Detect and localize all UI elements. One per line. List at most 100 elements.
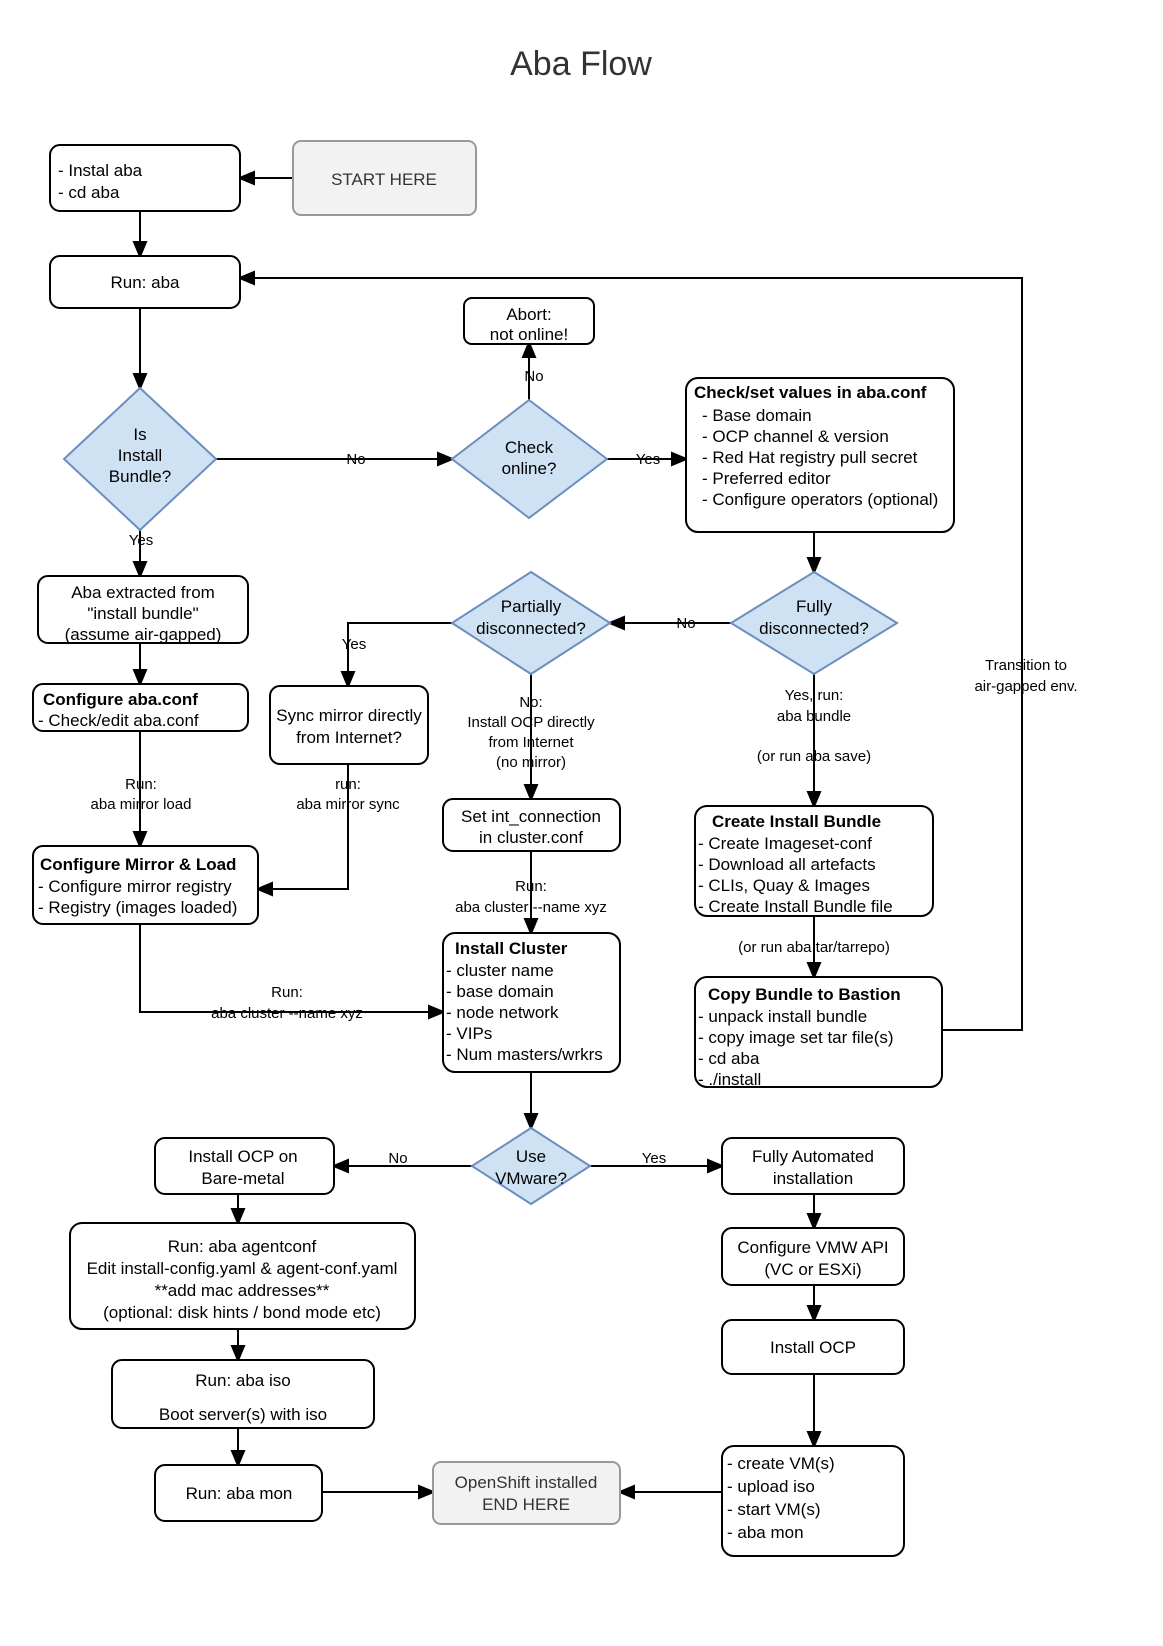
node-run-aba-iso[interactable]: Run: aba iso Boot server(s) with iso — [111, 1359, 375, 1429]
node-set-int-connection[interactable]: Set int_connection in cluster.conf — [442, 798, 621, 852]
edge-label-fully-no: No — [676, 615, 695, 632]
edge-partially-yes-to-sync — [340, 622, 452, 689]
edge-label-run-cluster-left-1: Run: — [271, 984, 303, 1001]
node-create-install-bundle-line-3: - Create Install Bundle file — [698, 897, 893, 916]
node-install-cluster-line-0: - cluster name — [446, 961, 554, 980]
node-baremetal-line-1: Bare-metal — [201, 1169, 284, 1188]
node-abort-not-online[interactable]: Abort: not online! — [463, 297, 595, 345]
edge-label-run-cluster-1: Run: — [515, 878, 547, 895]
node-vmwapi-line-1: (VC or ESXi) — [764, 1260, 861, 1279]
node-copy-bundle-line-1: - copy image set tar file(s) — [698, 1028, 894, 1047]
node-install-ocp-baremetal[interactable]: Install OCP on Bare-metal — [154, 1137, 335, 1195]
node-is-install-bundle-line-0: Is — [133, 425, 146, 444]
edge-label-isbundle-no: No — [346, 451, 365, 468]
node-agentconf-line-0: Run: aba agentconf — [168, 1237, 317, 1256]
node-abort-line-0: Abort: — [506, 305, 551, 324]
node-aba-extracted[interactable]: Aba extracted from "install bundle" (ass… — [37, 575, 249, 644]
node-fully-automated-line-1: installation — [773, 1169, 853, 1188]
edge-label-partially-no-4: (no mirror) — [496, 754, 566, 771]
node-check-online-line-0: Check — [505, 438, 554, 457]
node-configure-mirror-load[interactable]: Configure Mirror & Load - Configure mirr… — [32, 845, 259, 925]
node-configure-mirror-load-line-1: - Registry (images loaded) — [38, 898, 237, 917]
node-install-cluster-line-1: - base domain — [446, 982, 554, 1001]
node-create-install-bundle[interactable]: Create Install Bundle - Create Imageset-… — [694, 805, 934, 917]
node-set-int-line-0: Set int_connection — [461, 807, 601, 826]
edge-label-run-cluster-left-2: aba cluster --name xyz — [211, 1005, 363, 1022]
node-fully-line-0: Fully — [796, 597, 832, 616]
node-copy-bundle-line-0: - unpack install bundle — [698, 1007, 867, 1026]
node-fully-automated[interactable]: Fully Automated installation — [721, 1137, 905, 1195]
edge-label-checkonline-no: No — [524, 368, 543, 385]
edge-label-transition-1: Transition to — [985, 657, 1067, 674]
node-check-online[interactable]: Check online? — [450, 398, 609, 520]
node-abaiso-line-0: Run: aba iso — [195, 1371, 290, 1390]
node-use-vmware[interactable]: Use VMware? — [470, 1126, 592, 1206]
node-run-aba-line-0: Run: aba — [111, 273, 181, 292]
node-fully-automated-line-0: Fully Automated — [752, 1147, 874, 1166]
edge-label-partially-no-3: from Internet — [488, 734, 574, 751]
edge-label-fully-yes-2: aba bundle — [777, 708, 851, 725]
node-configure-aba-conf-line-0: - Check/edit aba.conf — [38, 711, 199, 730]
node-create-install-bundle-heading: Create Install Bundle — [712, 812, 881, 831]
node-vmwapi-line-0: Configure VMW API — [737, 1238, 888, 1257]
edge-label-or-run-tar: (or run aba tar/tarrepo) — [738, 939, 890, 956]
node-install-ocp[interactable]: Install OCP — [721, 1319, 905, 1375]
node-check-set-values[interactable]: Check/set values in aba.conf - Base doma… — [685, 377, 955, 533]
node-install-ocp-line-0: Install OCP — [770, 1338, 856, 1357]
node-install-aba-line-0: - Instal aba — [58, 161, 143, 180]
node-baremetal-line-0: Install OCP on — [188, 1147, 297, 1166]
node-copy-bundle-bastion[interactable]: Copy Bundle to Bastion - unpack install … — [694, 976, 943, 1089]
node-vm-steps[interactable]: - create VM(s) - upload iso - start VM(s… — [721, 1445, 905, 1557]
node-end-line-0: OpenShift installed — [455, 1473, 598, 1492]
node-set-int-line-1: in cluster.conf — [479, 828, 583, 847]
edge-label-mirror-sync-2: aba mirror sync — [296, 796, 400, 813]
node-partially-disconnected[interactable]: Partially disconnected? — [450, 570, 612, 676]
page-title: Aba Flow — [510, 45, 652, 83]
node-configure-vmw-api[interactable]: Configure VMW API (VC or ESXi) — [721, 1227, 905, 1286]
node-abort-line-1: not online! — [490, 325, 568, 344]
node-install-cluster-line-2: - node network — [446, 1003, 559, 1022]
edge-label-checkonline-yes: Yes — [636, 451, 660, 468]
node-configure-mirror-load-line-0: - Configure mirror registry — [38, 877, 232, 896]
node-vmsteps-line-2: - start VM(s) — [727, 1500, 821, 1519]
edge-mirrorload-to-installcluster — [139, 924, 446, 1020]
node-start-here[interactable]: START HERE — [292, 140, 477, 216]
node-run-agentconf[interactable]: Run: aba agentconf Edit install-config.y… — [69, 1222, 416, 1330]
edge-label-partially-no-1: No: — [519, 694, 542, 711]
edge-sync-to-mirrorload — [255, 764, 349, 897]
node-check-set-values-line-0: - Base domain — [702, 406, 812, 425]
node-use-vmware-line-0: Use — [516, 1147, 546, 1166]
node-run-aba[interactable]: Run: aba — [49, 255, 241, 309]
node-aba-extracted-line-0: Aba extracted from — [71, 583, 215, 602]
node-openshift-installed[interactable]: OpenShift installed END HERE — [432, 1461, 621, 1525]
edge-label-transition-2: air-gapped env. — [974, 678, 1077, 695]
node-is-install-bundle[interactable]: Is Install Bundle? — [62, 386, 218, 532]
node-agentconf-line-1: Edit install-config.yaml & agent-conf.ya… — [87, 1259, 398, 1278]
node-run-aba-mon[interactable]: Run: aba mon — [154, 1464, 323, 1522]
edge-label-partially-yes: Yes — [342, 636, 366, 653]
node-abaiso-line-2: Boot server(s) with iso — [159, 1405, 327, 1424]
node-install-aba[interactable]: - Instal aba - cd aba — [49, 144, 241, 212]
node-fully-disconnected[interactable]: Fully disconnected? — [729, 570, 899, 676]
edge-label-partially-no-2: Install OCP directly — [467, 714, 595, 731]
edge-label-isbundle-yes: Yes — [129, 532, 153, 549]
node-check-online-line-1: online? — [502, 459, 557, 478]
node-configure-aba-conf-heading: Configure aba.conf — [43, 690, 198, 709]
node-install-aba-line-1: - cd aba — [58, 183, 120, 202]
node-abamon-line-0: Run: aba mon — [186, 1484, 293, 1503]
node-configure-aba-conf[interactable]: Configure aba.conf - Check/edit aba.conf — [32, 683, 249, 732]
node-vmsteps-line-3: - aba mon — [727, 1523, 804, 1542]
node-sync-mirror[interactable]: Sync mirror directly from Internet? — [269, 685, 429, 765]
edge-label-or-run-save: (or run aba save) — [757, 748, 871, 765]
node-check-set-values-line-4: - Configure operators (optional) — [702, 490, 938, 509]
node-create-install-bundle-line-0: - Create Imageset-conf — [698, 834, 872, 853]
node-install-cluster[interactable]: Install Cluster - cluster name - base do… — [442, 932, 621, 1073]
node-configure-mirror-load-heading: Configure Mirror & Load — [40, 855, 236, 874]
node-is-install-bundle-line-1: Install — [118, 446, 162, 465]
edge-label-fully-yes-1: Yes, run: — [785, 687, 844, 704]
node-end-line-1: END HERE — [482, 1495, 570, 1514]
node-agentconf-line-2: **add mac addresses** — [155, 1281, 330, 1300]
edge-label-vmware-yes: Yes — [642, 1150, 666, 1167]
node-partially-line-1: disconnected? — [476, 619, 586, 638]
node-sync-mirror-line-1: from Internet? — [296, 728, 402, 747]
